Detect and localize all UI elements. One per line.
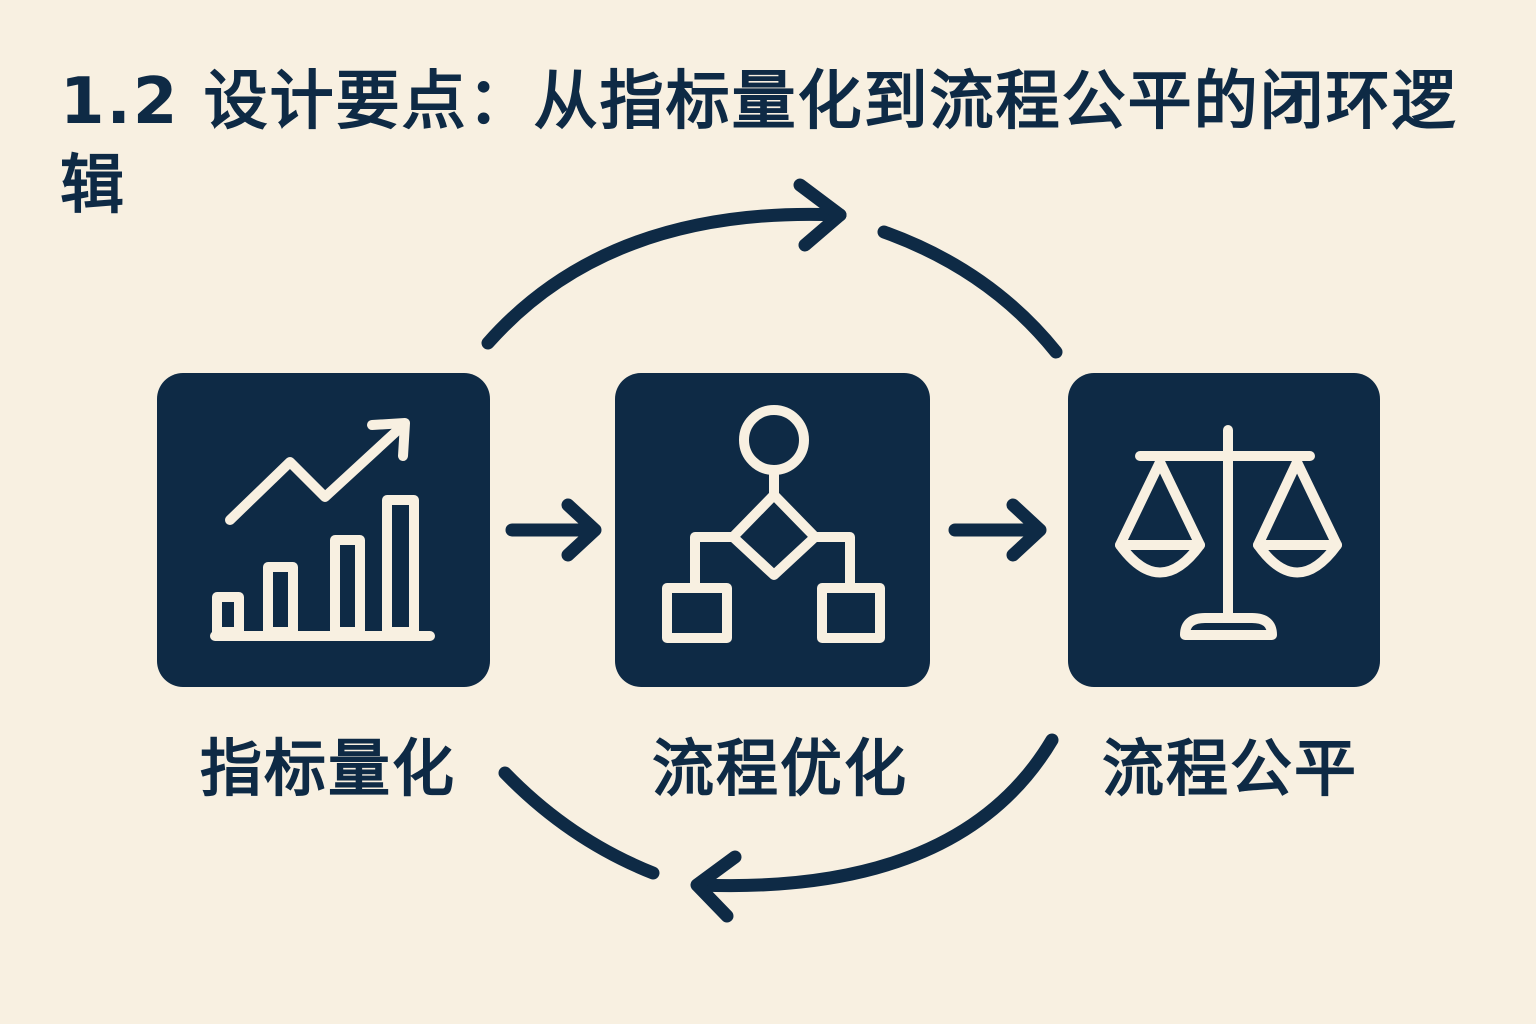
step-box-fairness bbox=[1068, 373, 1380, 687]
arrow-step2-to-step3 bbox=[948, 498, 1047, 562]
step-box-process bbox=[615, 373, 930, 687]
page-title: 1.2 设计要点：从指标量化到流程公平的闭环逻辑 bbox=[60, 65, 1458, 223]
loop-arrowhead-bottom bbox=[690, 850, 742, 923]
balance-scale-icon bbox=[1115, 425, 1342, 640]
step-box-metrics bbox=[157, 373, 490, 687]
loop-arrowhead-top bbox=[793, 178, 847, 252]
loop-arrow-bottom-left bbox=[498, 766, 660, 880]
loop-arrow-bottom-right bbox=[693, 733, 1059, 893]
arrow-step1-to-step2 bbox=[505, 498, 602, 562]
chart-growth-icon bbox=[210, 418, 435, 641]
step-label-fairness: 流程公平 bbox=[1101, 732, 1358, 805]
flowchart-icon bbox=[662, 405, 885, 643]
step-label-metrics: 指标量化 bbox=[199, 732, 456, 805]
loop-arrow-top-right bbox=[877, 225, 1063, 359]
step-label-process: 流程优化 bbox=[651, 732, 908, 805]
loop-arrow-top-left bbox=[481, 207, 847, 350]
